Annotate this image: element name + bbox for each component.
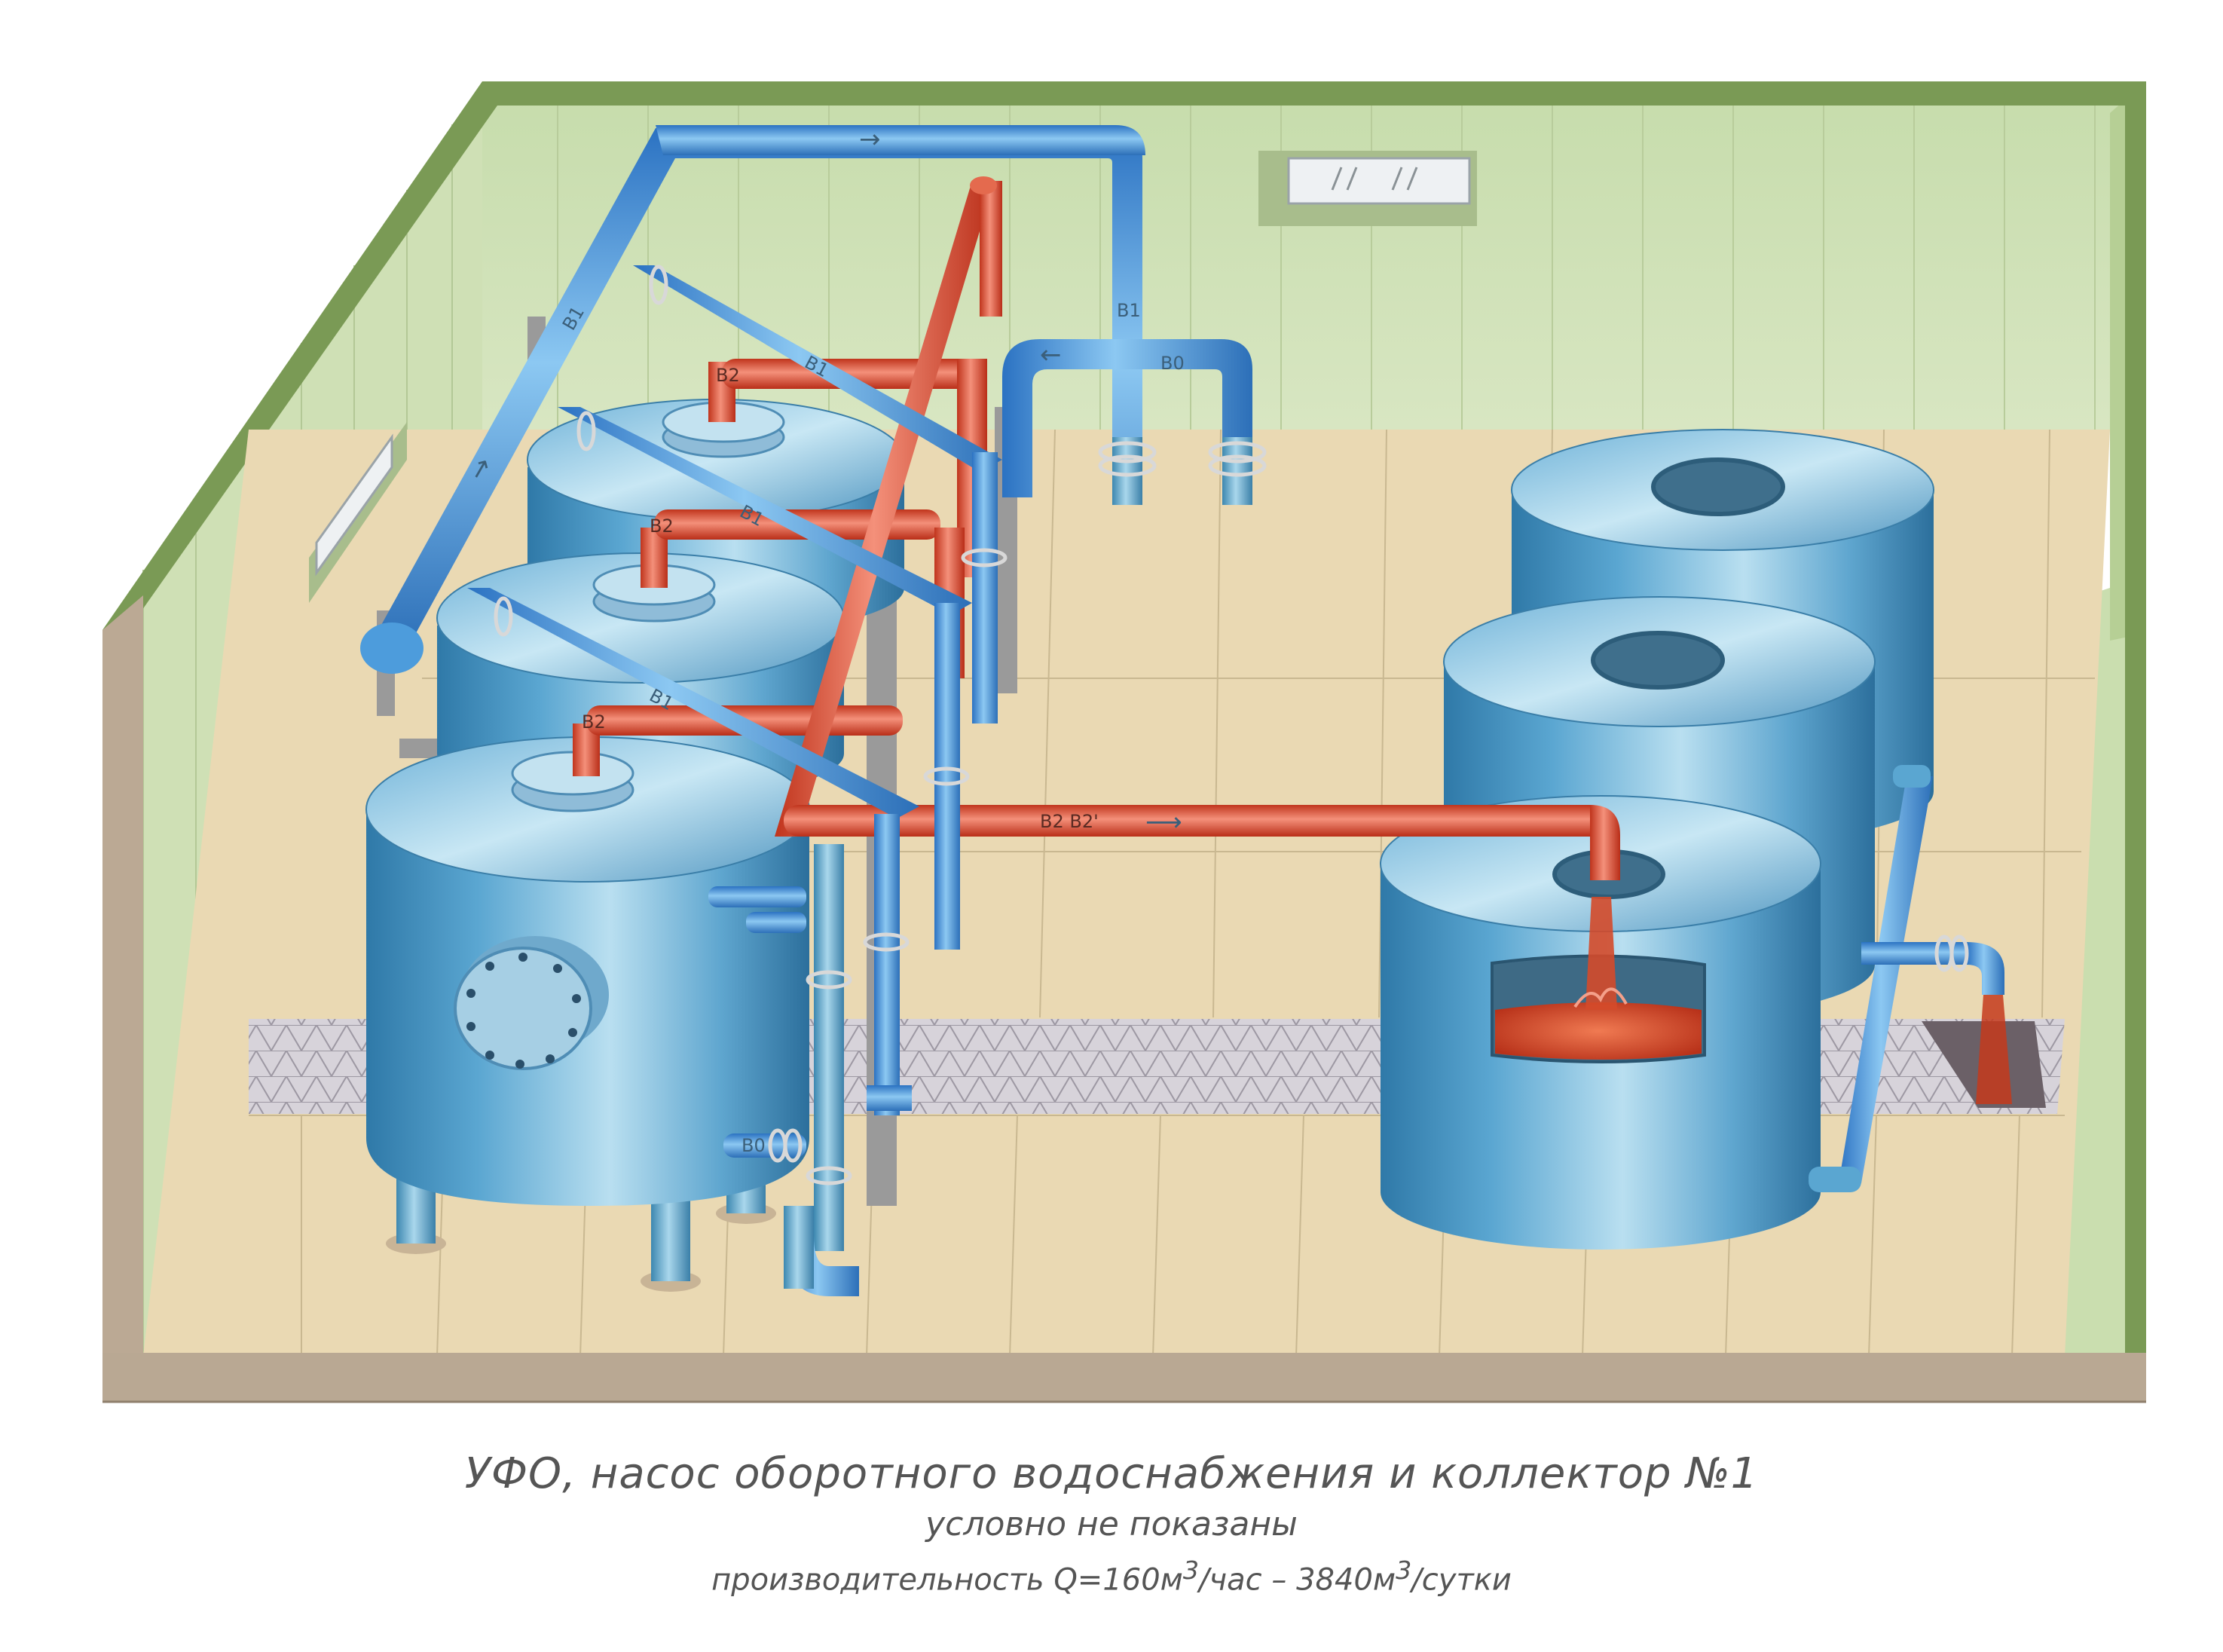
tank-hatch bbox=[1593, 633, 1723, 687]
tank-hatch bbox=[1653, 460, 1783, 514]
label-b2-top: В2 bbox=[716, 365, 740, 386]
label-b0-drain: В0 bbox=[742, 1135, 766, 1156]
label-b2-main: В2 В2' bbox=[1040, 811, 1099, 832]
label-b1-vertical: В1 bbox=[1117, 300, 1141, 321]
label-b2-middle: В2 bbox=[650, 515, 674, 537]
diagram-caption: УФО, насос оборотного водоснабжения и ко… bbox=[0, 1447, 2223, 1602]
arrow-left-icon: ← bbox=[1040, 340, 1062, 370]
caption-title: УФО, насос оборотного водоснабжения и ко… bbox=[0, 1447, 2223, 1501]
caption-note: условно не показаны bbox=[0, 1501, 2223, 1548]
caption-capacity: производительность Q=160м3/час – 3840м3/… bbox=[0, 1548, 2223, 1602]
right-wall-rim bbox=[2125, 81, 2146, 1357]
floor-base bbox=[102, 1353, 2146, 1402]
water-inside bbox=[1495, 1002, 1702, 1060]
back-wall-vent bbox=[1258, 151, 1477, 226]
left-floor-edge bbox=[102, 595, 143, 1353]
arrow-right-icon: → bbox=[859, 124, 881, 154]
label-b0-header: В0 bbox=[1160, 353, 1185, 374]
arrow-right-icon: ⟶ bbox=[1145, 807, 1182, 837]
label-b2-bottom: В2 bbox=[582, 711, 606, 733]
